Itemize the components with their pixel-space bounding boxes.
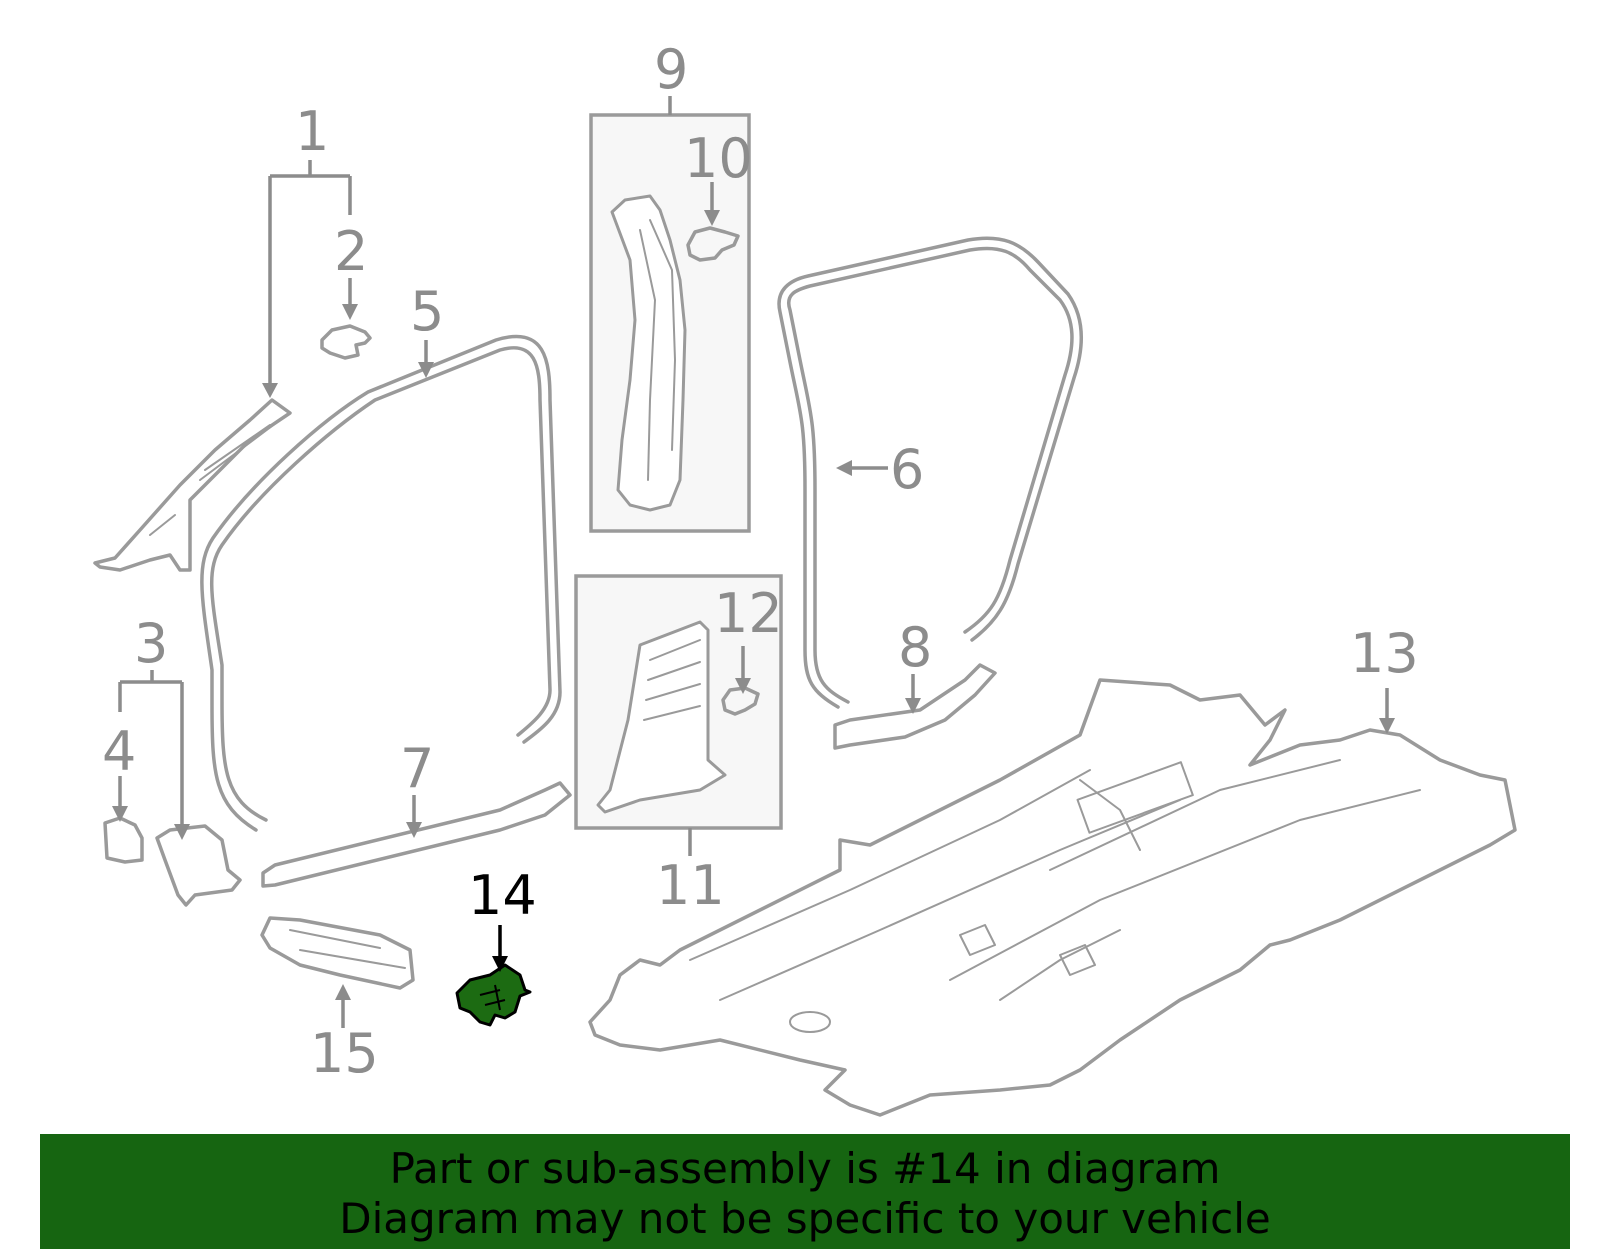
banner-line-2: Diagram may not be specific to your vehi… (339, 1194, 1271, 1243)
part-10-clip (686, 226, 740, 262)
part-8-rear-scuff (833, 663, 997, 750)
part-7-scuff-plate (261, 781, 572, 888)
part-5-weatherstrip (200, 334, 562, 832)
part-15-duct (260, 916, 415, 990)
callout-1: 1 (295, 100, 329, 163)
part-4-clip (103, 816, 144, 864)
part-1-pillar-trim (93, 398, 292, 572)
callout-9: 9 (654, 38, 688, 101)
callout-7: 7 (400, 737, 434, 800)
part-2-clip (320, 324, 372, 360)
part-6-weatherstrip (777, 236, 1083, 709)
callout-8: 8 (898, 616, 932, 679)
callout-13: 13 (1350, 622, 1419, 685)
part-13-floor-carpet (588, 678, 1517, 1117)
leader-lines (112, 96, 1395, 1028)
callout-11: 11 (656, 854, 725, 917)
callout-6: 6 (890, 438, 924, 501)
part-12-clip (721, 686, 760, 716)
callout-14: 14 (468, 864, 537, 927)
part-14-highlighted-bracket (455, 963, 532, 1027)
callout-3: 3 (134, 612, 168, 675)
part-11-box (574, 574, 783, 830)
info-banner: Part or sub-assembly is #14 in diagram D… (40, 1134, 1570, 1249)
callout-10: 10 (684, 127, 753, 190)
callout-4: 4 (102, 720, 136, 783)
callout-labels: 1 2 3 4 5 6 7 8 9 10 11 12 13 14 15 (102, 38, 1419, 1085)
banner-line-1: Part or sub-assembly is #14 in diagram (389, 1144, 1221, 1193)
callout-12: 12 (714, 582, 783, 645)
callout-2: 2 (334, 220, 368, 283)
part-9-box (589, 113, 751, 533)
callout-15: 15 (310, 1022, 379, 1085)
part-3-kick-panel (155, 824, 242, 907)
callout-5: 5 (410, 280, 444, 343)
